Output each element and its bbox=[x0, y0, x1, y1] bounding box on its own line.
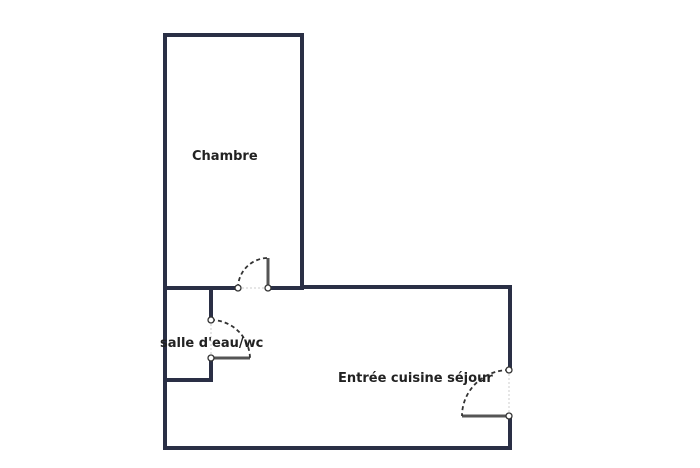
walls bbox=[163, 33, 512, 450]
door-swing bbox=[237, 257, 269, 289]
bathroom-door bbox=[207, 316, 251, 362]
room-label-living: Entrée cuisine séjour bbox=[338, 371, 493, 386]
door-swing bbox=[461, 369, 510, 417]
room-label-bedroom: Chambre bbox=[192, 149, 258, 164]
entrance-door bbox=[461, 366, 513, 420]
room-label-bathroom: salle d'eau/wc bbox=[160, 336, 263, 351]
door-swing bbox=[210, 319, 251, 359]
outer-wall bbox=[163, 33, 512, 450]
bedroom-door bbox=[234, 257, 272, 292]
bathroom-wall-bottom bbox=[163, 356, 213, 382]
